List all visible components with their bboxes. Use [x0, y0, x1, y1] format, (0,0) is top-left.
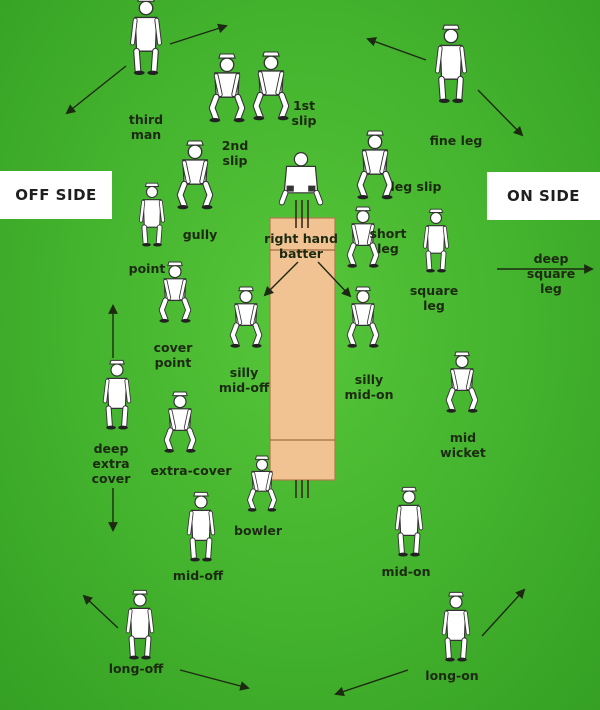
label-deep-extra-cover: deep extra cover — [91, 441, 131, 486]
fielder-gully — [177, 141, 212, 209]
arrow-long-off-up — [82, 594, 119, 629]
label-extra-cover: extra-cover — [150, 463, 232, 478]
label-short-leg: short leg — [369, 226, 407, 256]
label-mid-off: mid-off — [172, 568, 224, 583]
arrow-third-man-up — [169, 23, 228, 45]
arrow-long-on-up — [481, 588, 526, 637]
batter-label: right hand batter — [264, 231, 338, 261]
label-point: point — [128, 261, 166, 276]
fielder-1st-slip — [253, 52, 288, 120]
on-side-label: ON SIDE — [487, 172, 600, 220]
label-leg-slip: leg slip — [390, 179, 442, 194]
label-cover-point: cover point — [153, 340, 193, 370]
fielder-extra-cover — [164, 392, 195, 453]
fielder-mid-on — [397, 487, 421, 556]
fielder-silly-mid-off — [230, 287, 261, 348]
label-1st-slip: 1st slip — [291, 98, 317, 128]
label-gully: gully — [182, 227, 218, 242]
fielder-long-on — [444, 592, 468, 661]
fielder-square-leg — [425, 209, 447, 272]
arrow-third-man-down — [65, 65, 127, 115]
label-square-leg: square leg — [409, 283, 459, 313]
label-long-on: long-on — [425, 668, 479, 683]
arrow-batter-on — [317, 261, 352, 298]
arrow-long-off-right — [179, 669, 250, 691]
fielder-mid-off — [189, 492, 213, 561]
label-third-man: third man — [128, 112, 164, 142]
arrow-fine-leg-up — [366, 37, 427, 61]
fielder-point — [141, 183, 163, 246]
fielder-fine-leg — [438, 25, 465, 103]
label-long-off: long-off — [108, 661, 164, 676]
wicketkeeper — [278, 151, 324, 206]
arrow-fine-leg-down — [477, 89, 524, 137]
arrow-long-on-left — [334, 669, 409, 697]
label-fine-leg: fine leg — [429, 133, 483, 148]
label-2nd-slip: 2nd slip — [221, 138, 249, 168]
fielder-mid-wicket — [446, 352, 477, 413]
fielder-deep-extra-cover — [105, 360, 129, 429]
fielder-2nd-slip — [209, 54, 244, 122]
label-silly-mid-on: silly mid-on — [344, 372, 394, 402]
movement-arrows — [65, 23, 594, 697]
fielder-third-man — [133, 0, 160, 75]
off-side-label: OFF SIDE — [0, 171, 112, 219]
label-silly-mid-off: silly mid-off — [218, 365, 270, 395]
label-mid-wicket: mid wicket — [440, 430, 486, 460]
arrow-batter-off — [263, 261, 299, 297]
pitch — [269, 200, 336, 498]
label-mid-on: mid-on — [381, 564, 431, 579]
fielder-silly-mid-on — [347, 287, 378, 348]
label-deep-square-leg: deep square leg — [526, 251, 576, 296]
fielder-leg-slip — [357, 131, 392, 199]
fielder-long-off — [128, 590, 152, 659]
label-bowler: bowler — [233, 523, 283, 538]
